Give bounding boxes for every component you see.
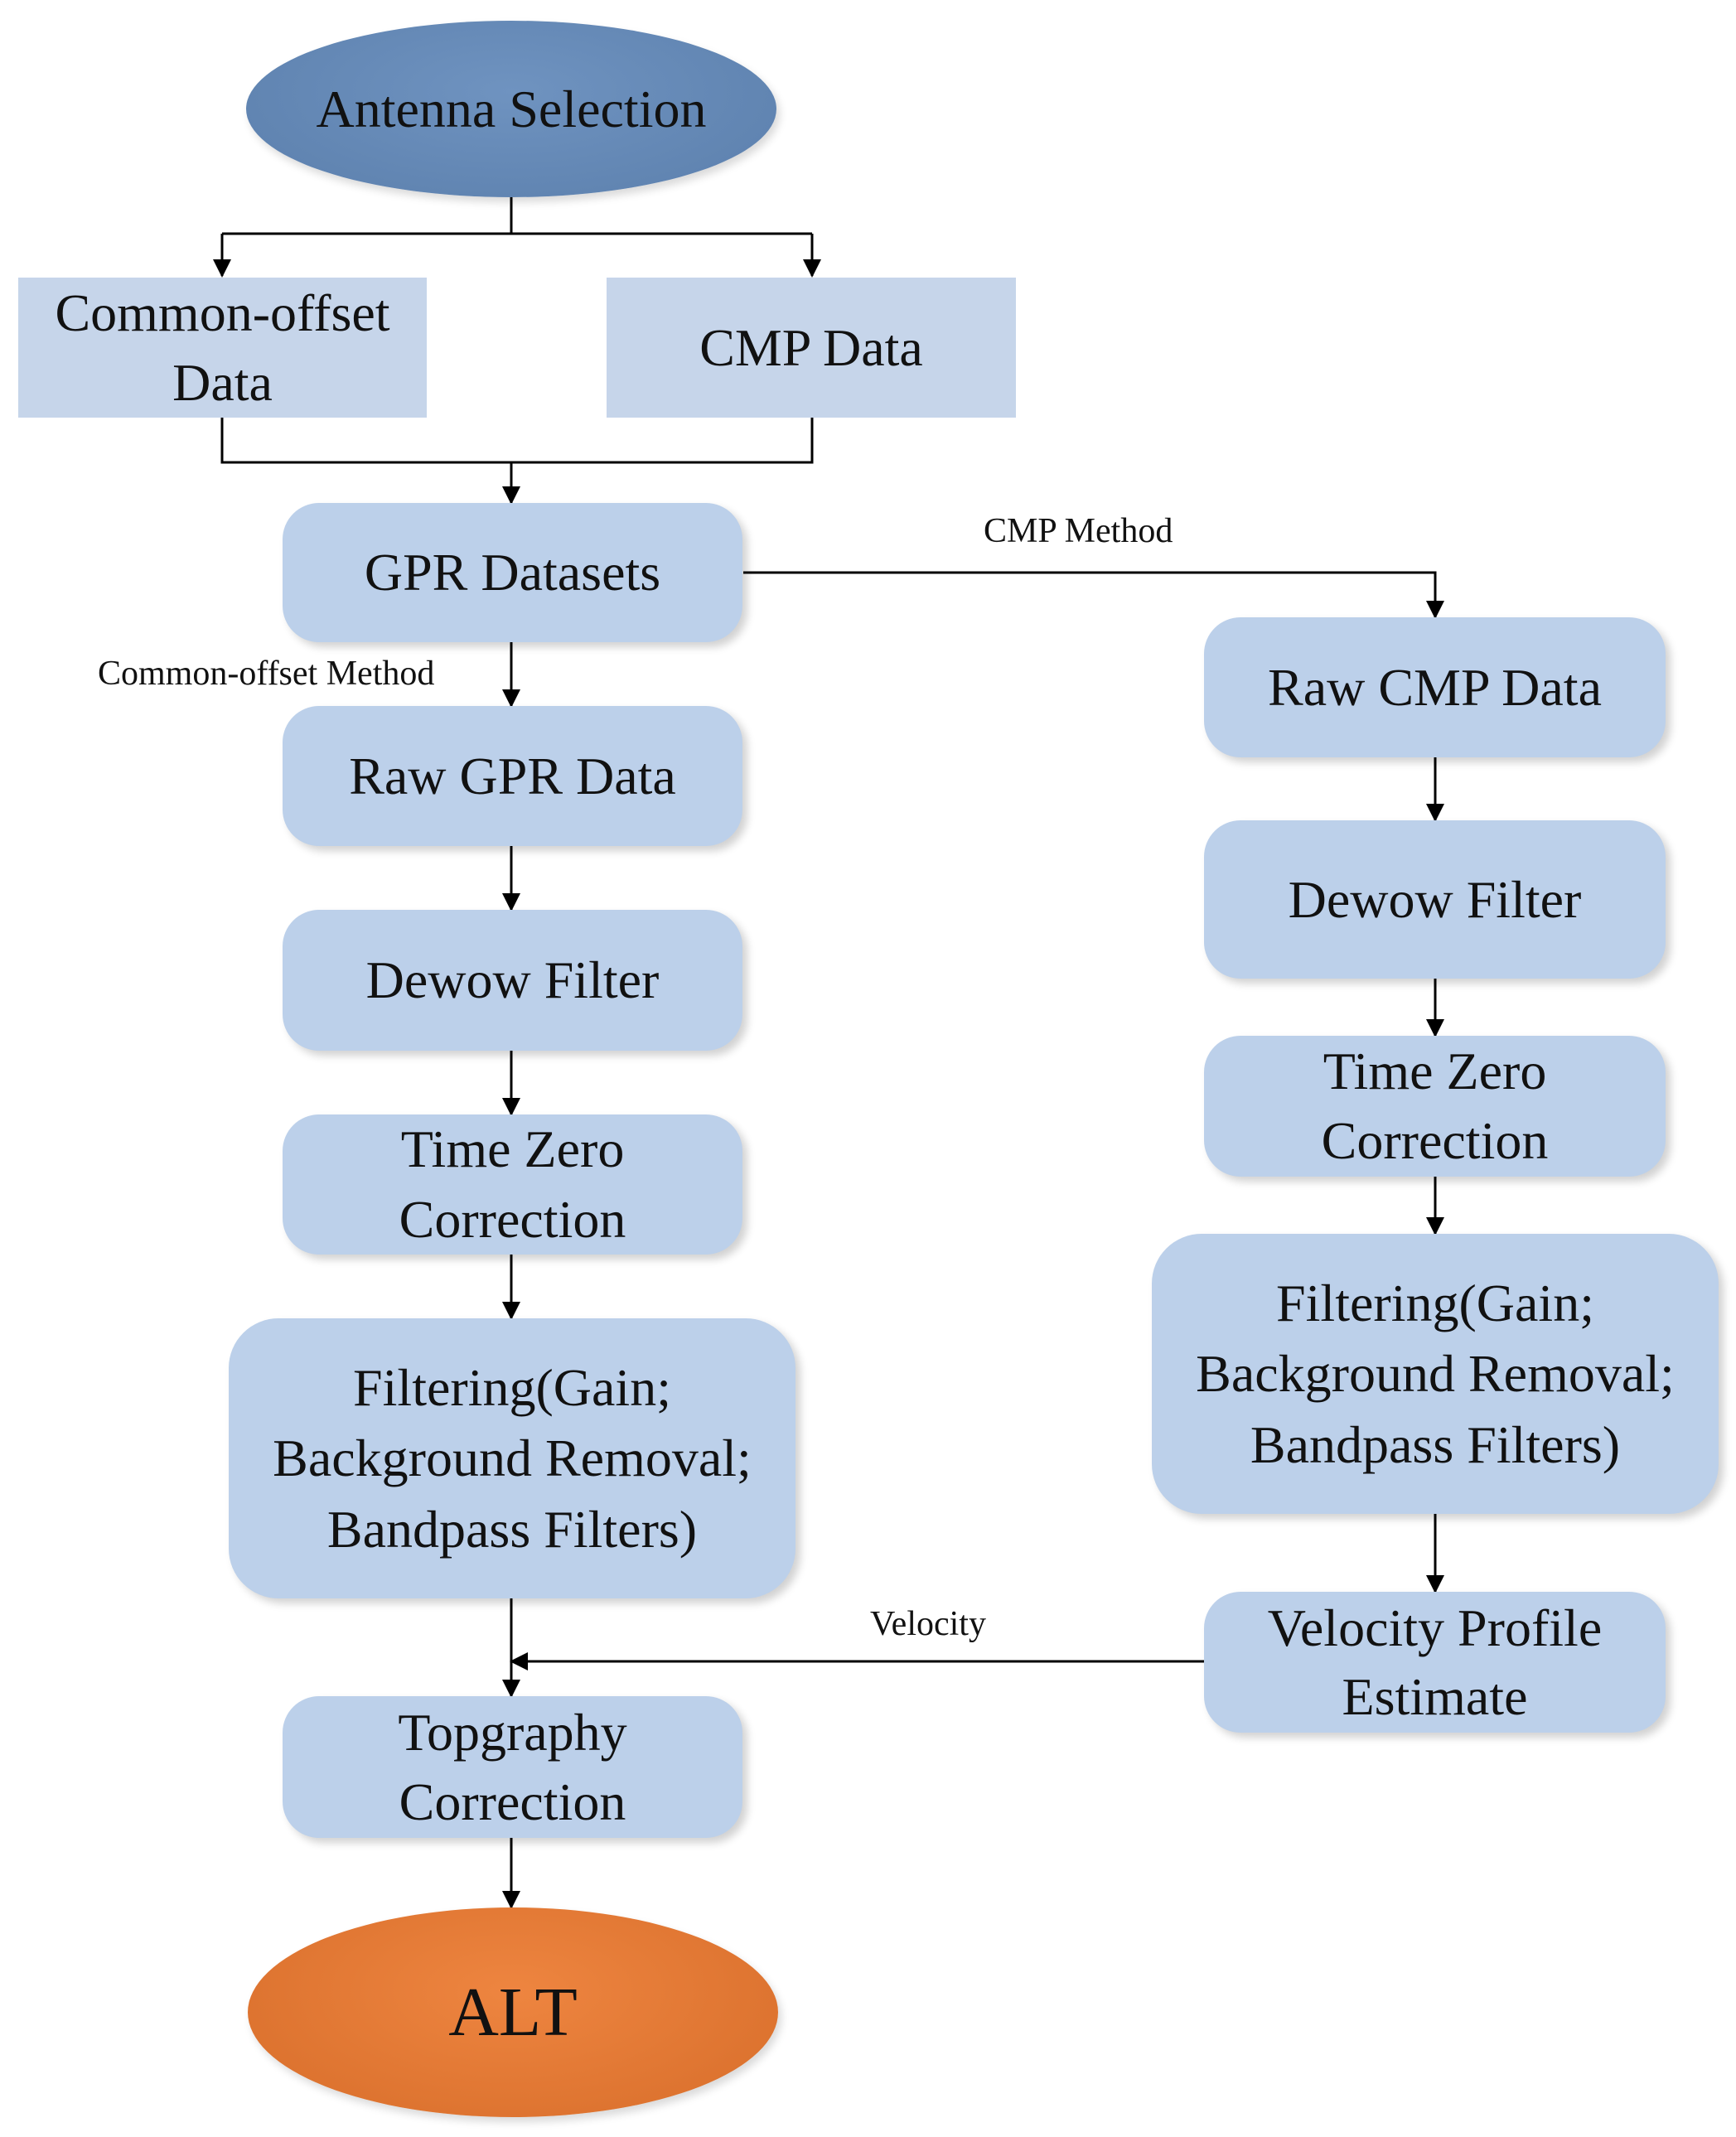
topography-correction-label: Topgraphy Correction	[398, 1703, 627, 1831]
gpr-datasets-node: GPR Datasets	[283, 503, 742, 642]
velocity-profile-estimate-label: Velocity Profile Estimate	[1267, 1598, 1603, 1726]
alt-label: ALT	[448, 1973, 578, 2051]
edge-cmp-method	[743, 571, 1444, 619]
raw-gpr-data-node: Raw GPR Data	[283, 706, 742, 846]
velocity-profile-estimate-node: Velocity Profile Estimate	[1204, 1592, 1666, 1733]
antenna-selection-node: Antenna Selection	[246, 21, 776, 197]
topography-correction-node: Topgraphy Correction	[283, 1696, 742, 1838]
common-offset-method-edge-label: Common-offset Method	[98, 655, 435, 693]
filtering-right-label: Filtering(Gain; Background Removal; Band…	[1196, 1274, 1675, 1474]
gpr-datasets-label: GPR Datasets	[364, 543, 661, 602]
common-offset-data-node: Common-offset Data	[18, 278, 427, 418]
cmp-data-label: CMP Data	[699, 317, 923, 377]
time-zero-correction-left-node: Time Zero Correction	[283, 1114, 742, 1255]
filtering-right-node: Filtering(Gain; Background Removal; Band…	[1152, 1234, 1719, 1514]
raw-gpr-data-label: Raw GPR Data	[349, 746, 676, 805]
filtering-left-node: Filtering(Gain; Background Removal; Band…	[229, 1318, 795, 1598]
antenna-selection-label: Antenna Selection	[316, 79, 707, 138]
time-zero-correction-left-label: Time Zero Correction	[399, 1119, 626, 1249]
time-zero-correction-right-label: Time Zero Correction	[1321, 1041, 1549, 1170]
dewow-filter-left-node: Dewow Filter	[283, 910, 742, 1051]
raw-cmp-data-label: Raw CMP Data	[1268, 657, 1602, 717]
common-offset-data-label: Common-offset Data	[55, 283, 390, 412]
edge-merge	[220, 418, 814, 464]
dewow-filter-left-label: Dewow Filter	[365, 950, 660, 1010]
filtering-left-label: Filtering(Gain; Background Removal; Band…	[273, 1358, 752, 1559]
velocity-edge-label: Velocity	[870, 1605, 986, 1643]
cmp-method-edge-label: CMP Method	[984, 512, 1173, 550]
alt-node: ALT	[248, 1907, 778, 2117]
cmp-data-node: CMP Data	[607, 278, 1016, 418]
time-zero-correction-right-node: Time Zero Correction	[1204, 1036, 1666, 1177]
dewow-filter-right-node: Dewow Filter	[1204, 820, 1666, 979]
raw-cmp-data-node: Raw CMP Data	[1204, 617, 1666, 757]
dewow-filter-right-label: Dewow Filter	[1288, 869, 1582, 929]
